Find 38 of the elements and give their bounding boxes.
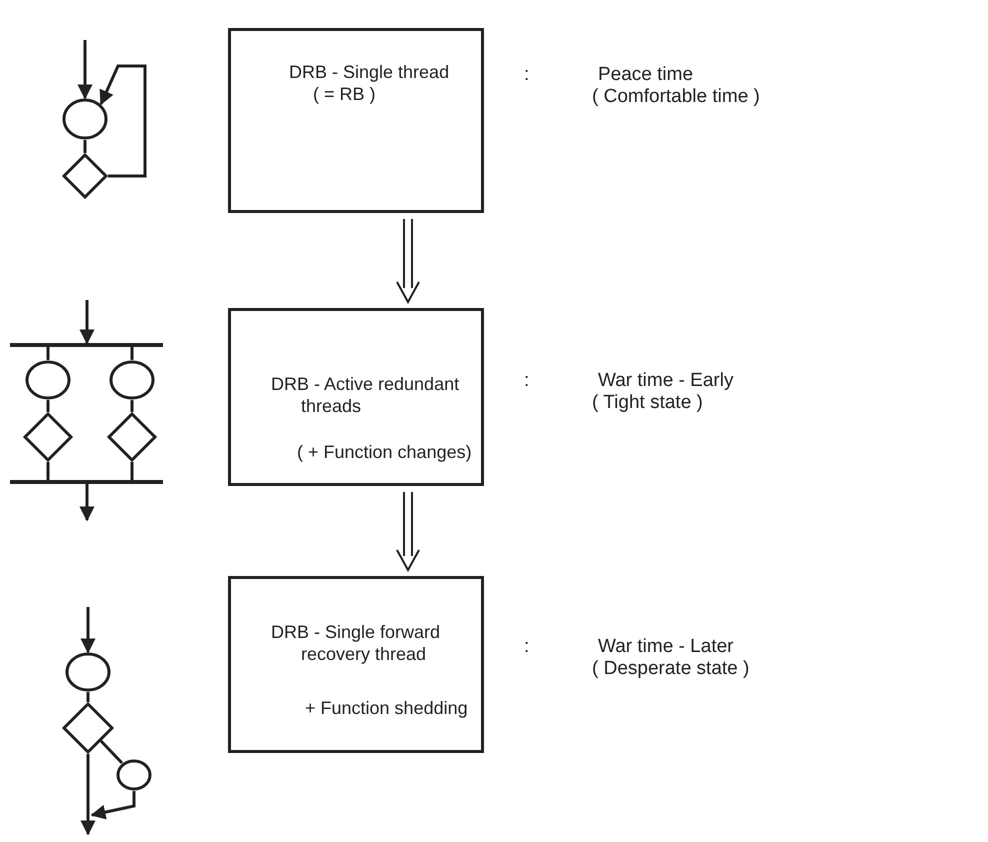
connector-line bbox=[130, 400, 134, 412]
process-box bbox=[228, 28, 484, 213]
state-label: War time - Later bbox=[598, 636, 734, 658]
sync-bar bbox=[10, 343, 163, 347]
separator-colon: : bbox=[524, 636, 530, 658]
box-text: DRB - Active redundant threads bbox=[271, 373, 460, 417]
state-label: ( Tight state ) bbox=[592, 392, 703, 414]
double-arrow bbox=[396, 491, 420, 572]
arrow bbox=[78, 40, 92, 100]
process-box bbox=[228, 308, 484, 486]
sync-bar bbox=[10, 480, 163, 484]
arrow bbox=[100, 64, 146, 178]
box-text: + Function shedding bbox=[305, 697, 469, 719]
state-label: ( Comfortable time ) bbox=[592, 86, 760, 108]
state-label: ( Desperate state ) bbox=[592, 658, 750, 680]
process-box bbox=[228, 576, 484, 753]
box-text: ( + Function changes) bbox=[297, 441, 473, 463]
state-label: War time - Early bbox=[598, 370, 734, 392]
arrow bbox=[80, 607, 96, 654]
connector-line bbox=[46, 400, 50, 412]
separator-colon: : bbox=[524, 64, 530, 86]
arrow bbox=[80, 484, 94, 522]
connector-line bbox=[46, 462, 50, 480]
connector-line bbox=[46, 347, 50, 360]
connector-line bbox=[100, 740, 124, 764]
separator-colon: : bbox=[524, 370, 530, 392]
box-text: ( = RB ) bbox=[313, 83, 377, 105]
arrow bbox=[80, 754, 96, 836]
connector-line bbox=[130, 462, 134, 480]
connector-line bbox=[86, 692, 90, 702]
double-arrow bbox=[396, 218, 420, 304]
arrow bbox=[80, 300, 94, 344]
arrow bbox=[90, 791, 136, 820]
state-label: Peace time bbox=[598, 64, 694, 86]
box-text: DRB - Single forward recovery thread bbox=[271, 621, 442, 665]
connector-line bbox=[130, 347, 134, 360]
connector-line bbox=[84, 140, 86, 153]
box-text: DRB - Single thread bbox=[289, 61, 450, 83]
